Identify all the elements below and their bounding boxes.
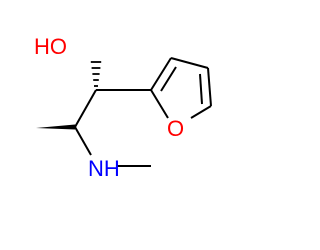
- furan-oxygen-label: O: [167, 116, 184, 141]
- bond-c2-nitrogen: [74, 126, 92, 156]
- bond-furan-oxygen-c2: [150, 89, 169, 119]
- bond-furan-c5-oxygen: [190, 105, 212, 119]
- bond-lines: [74, 57, 212, 167]
- bond-c1-c2: [74, 89, 97, 128]
- bond-furan-c2-c3-double: [160, 66, 177, 92]
- solid-wedge-bond-c2-methyl: [36, 124, 75, 130]
- hydroxyl-label: HO: [34, 34, 67, 59]
- chemical-structure: HO O NH: [34, 34, 212, 181]
- bond-furan-c2-c3: [150, 57, 172, 91]
- bond-furan-c4-c5: [207, 67, 212, 107]
- amine-label: NH: [88, 156, 120, 181]
- bond-furan-c3-c4: [170, 57, 209, 69]
- bond-furan-c4-c5-double: [199, 73, 203, 105]
- hashed-wedge-bond-c1-hydroxyl: [90, 61, 102, 87]
